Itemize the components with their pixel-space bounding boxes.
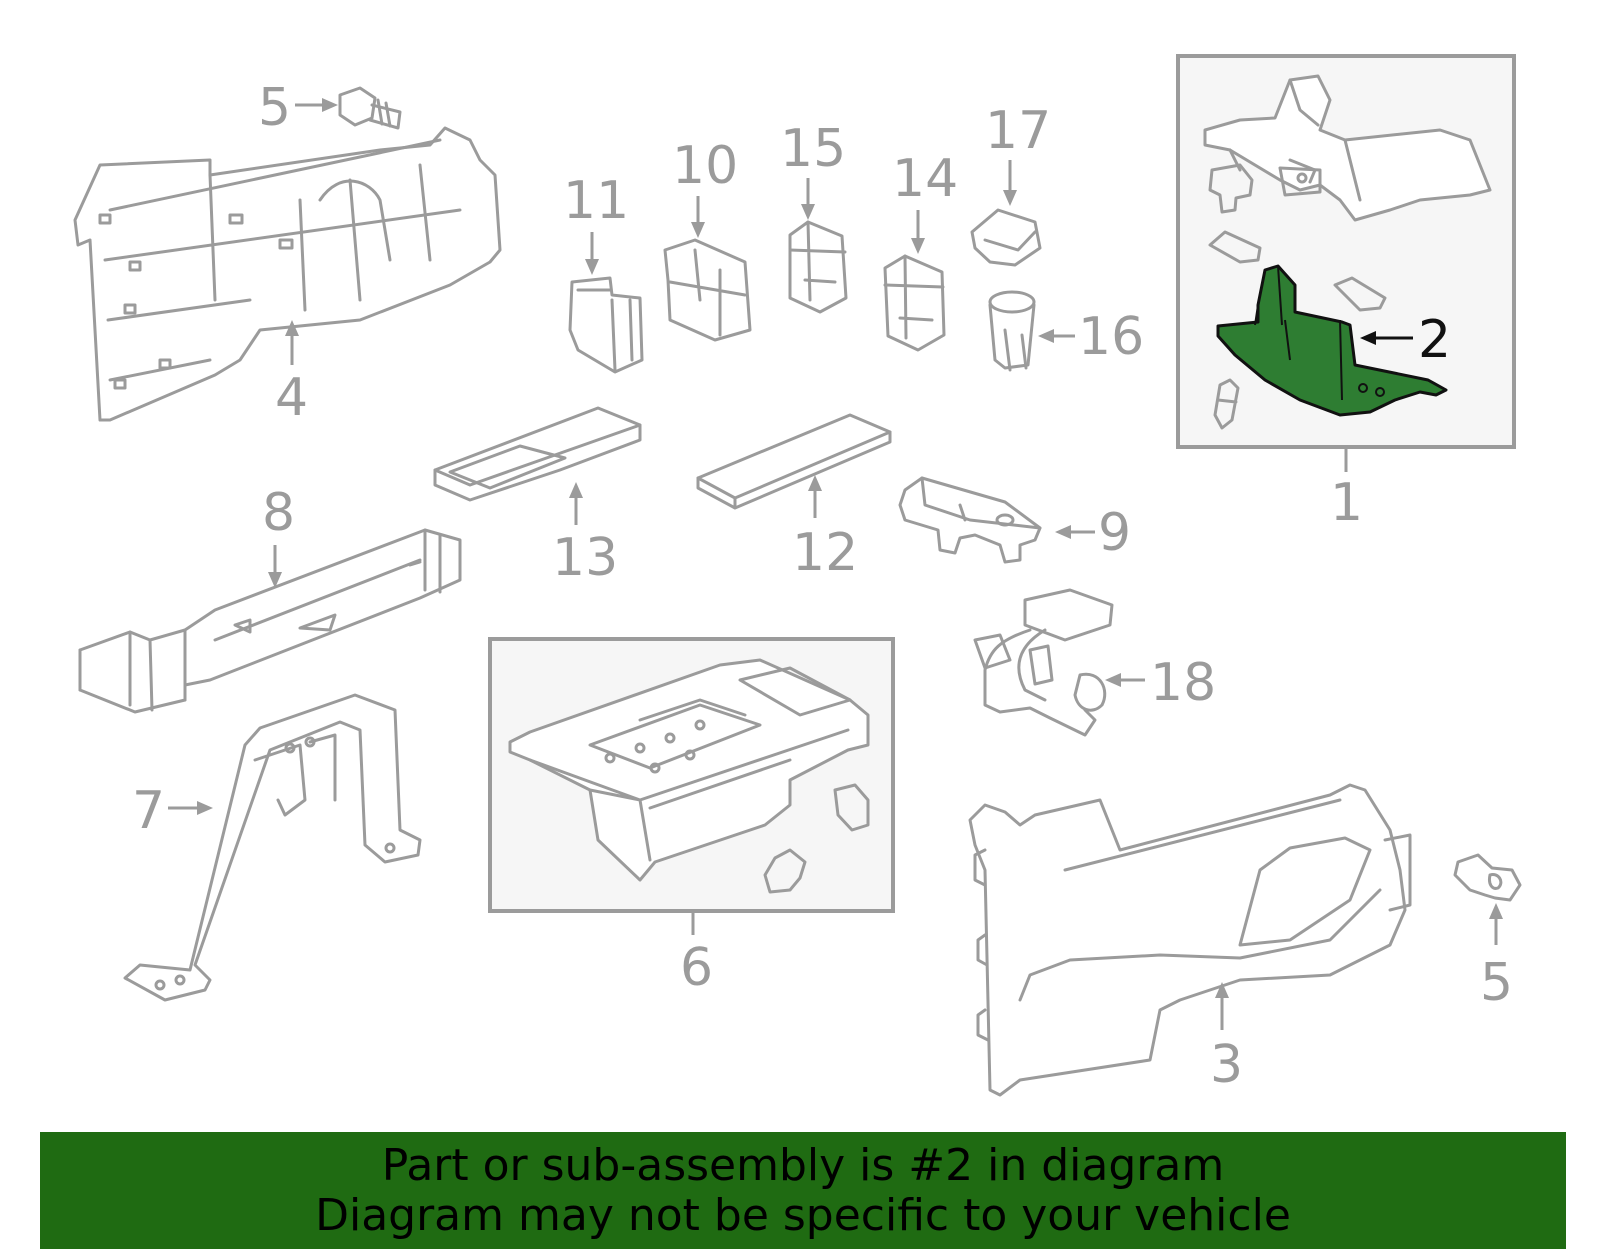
callout-5-top: 5: [258, 78, 291, 138]
callout-15: 15: [780, 119, 846, 179]
callout-6: 6: [680, 938, 713, 998]
part-12-mat[interactable]: [696, 413, 892, 510]
part-17-cap[interactable]: [970, 208, 1042, 267]
callout-17: 17: [985, 101, 1051, 161]
callout-8: 8: [262, 483, 295, 543]
callout-2: 2: [1418, 310, 1451, 370]
part-9-bracket[interactable]: [898, 476, 1042, 564]
banner-line-2: Diagram may not be specific to your vehi…: [315, 1189, 1291, 1241]
part-13-tray-mat[interactable]: [433, 406, 642, 502]
part-3-console-side-panel[interactable]: [968, 783, 1412, 1097]
callout-4: 4: [275, 368, 308, 428]
part-2-highlighted-bracket[interactable]: [1216, 264, 1448, 417]
callout-18: 18: [1150, 653, 1216, 713]
callout-11: 11: [563, 171, 629, 231]
callout-5-right: 5: [1480, 953, 1513, 1013]
part-16-socket[interactable]: [988, 290, 1036, 372]
callout-1: 1: [1330, 473, 1363, 533]
callout-3: 3: [1210, 1035, 1243, 1095]
part-8-duct[interactable]: [78, 528, 462, 714]
callout-14: 14: [892, 149, 958, 209]
callout-12: 12: [792, 523, 858, 583]
part-5-bolt-top[interactable]: [338, 86, 402, 130]
callout-16: 16: [1078, 307, 1144, 367]
parts-diagram: 4 5 11 10 15 14 17: [73, 54, 1522, 1097]
part-14-switch[interactable]: [883, 254, 946, 352]
part-6-console-tray[interactable]: [508, 658, 870, 894]
part-18-wire-harness[interactable]: [973, 588, 1114, 737]
callout-13: 13: [552, 528, 618, 588]
part-10-switch-housing[interactable]: [663, 238, 752, 342]
callout-10: 10: [672, 136, 738, 196]
part-11-switch-bracket[interactable]: [568, 276, 644, 374]
part-4-side-panel[interactable]: [73, 126, 502, 422]
banner-line-1: Part or sub-assembly is #2 in diagram: [381, 1139, 1225, 1191]
part-7-support-bracket[interactable]: [123, 693, 422, 1002]
info-banner: Part or sub-assembly is #2 in diagram Di…: [40, 1132, 1566, 1249]
callout-7: 7: [132, 781, 165, 841]
part-15-switch[interactable]: [788, 220, 848, 314]
part-5-clip-right[interactable]: [1453, 853, 1522, 902]
callout-9: 9: [1098, 503, 1131, 563]
part-1-assembly-components[interactable]: [1203, 74, 1492, 430]
